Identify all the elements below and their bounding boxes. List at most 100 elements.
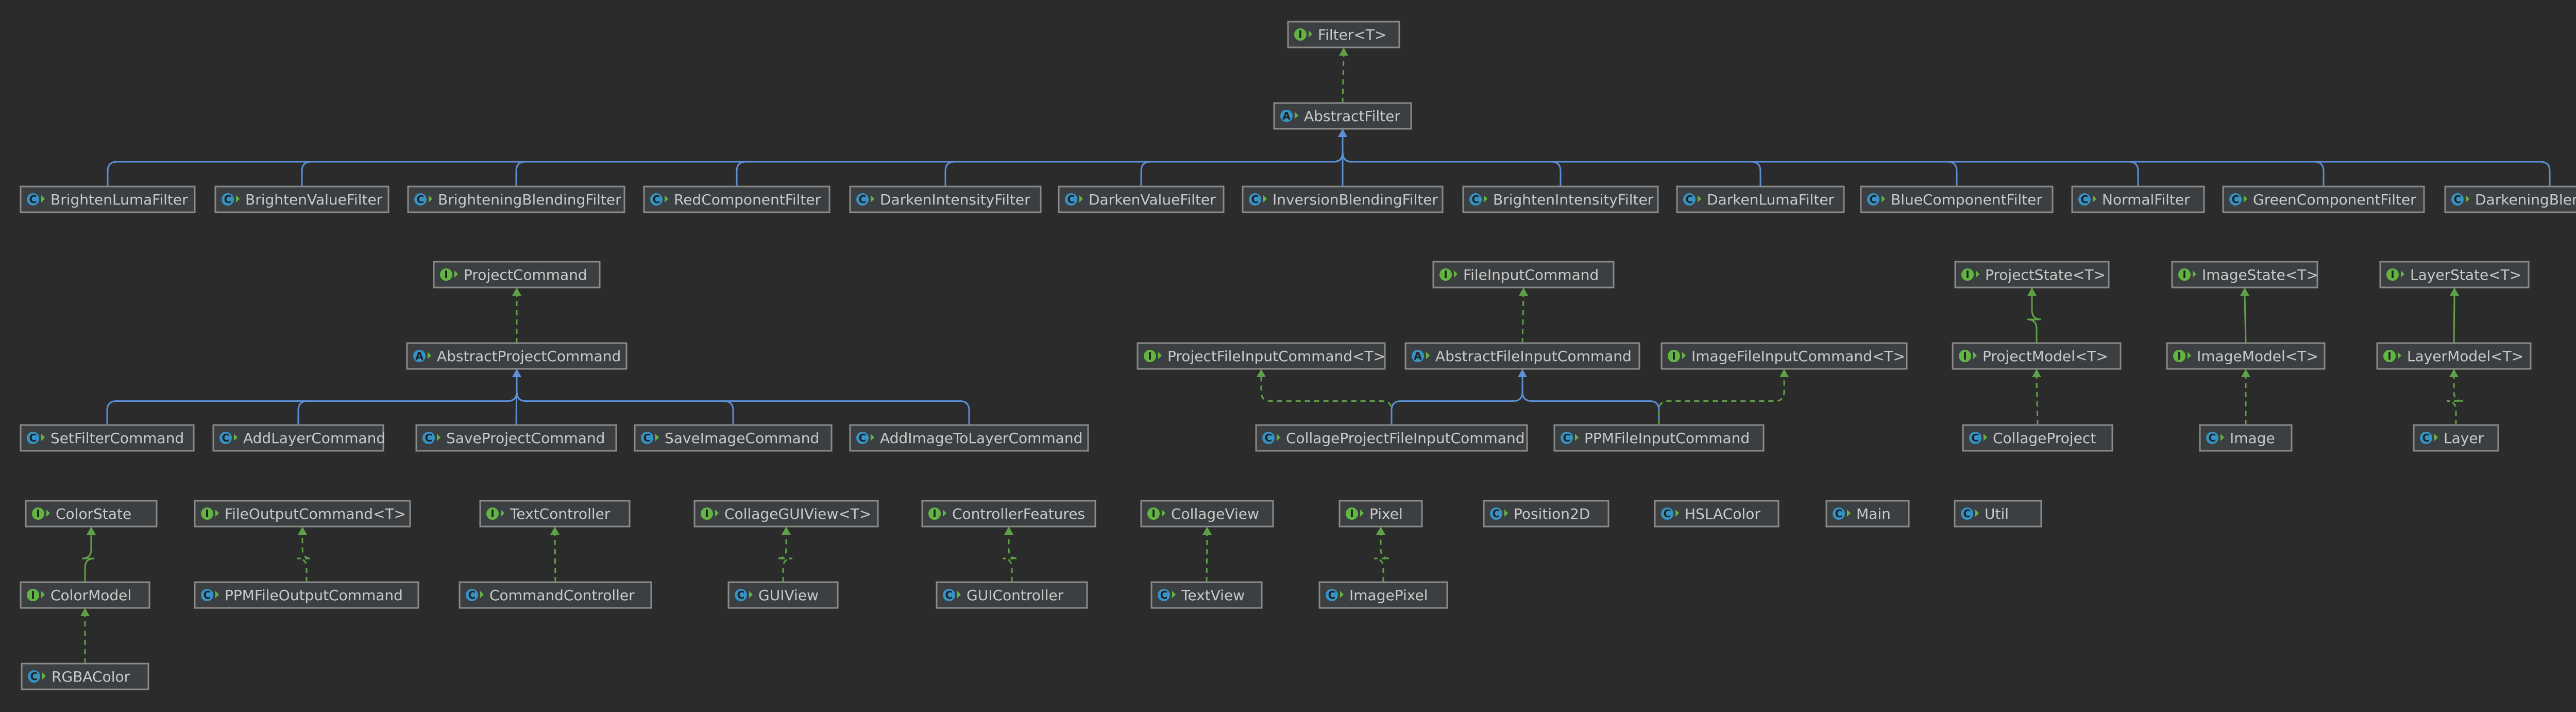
public-visibility-icon: [1675, 510, 1679, 517]
edge-image-to-image-model: [2241, 369, 2250, 425]
class-icon: C: [1961, 507, 1973, 520]
svg-text:C: C: [1493, 507, 1500, 520]
svg-text:C: C: [859, 432, 867, 444]
svg-text:C: C: [204, 589, 211, 601]
class-node-box: [1462, 185, 1659, 213]
edge-command-controller-to-text-controller: [550, 527, 560, 583]
svg-text:C: C: [1686, 193, 1693, 206]
class-name-label: PPMFileOutputCommand: [225, 587, 403, 604]
class-icon: C: [641, 432, 653, 444]
class-node-box: [194, 500, 411, 528]
edge-brightening-blending-filter-to-abstract-filter: [515, 129, 1347, 187]
class-name-label: ColorState: [56, 505, 131, 522]
class-node-box: [849, 424, 1089, 452]
public-visibility-icon: [2221, 434, 2224, 441]
class-node-ppm-file-output-command[interactable]: C PPMFileOutputCommand: [194, 581, 419, 609]
class-node-box: [406, 342, 628, 370]
class-node-box: [1432, 261, 1615, 289]
class-name-label: BrightenValueFilter: [245, 191, 383, 208]
interface-icon: I: [1346, 507, 1358, 520]
arrowhead: [2450, 287, 2459, 296]
svg-text:C: C: [945, 589, 953, 601]
class-icon: C: [219, 432, 232, 444]
class-name-label: TextView: [1181, 587, 1245, 604]
class-icon: C: [2206, 432, 2218, 444]
class-node-box: [634, 424, 833, 452]
edge-set-filter-command-to-abstract-project-command: [106, 369, 521, 425]
arrowhead: [80, 608, 90, 616]
class-name-label: NormalFilter: [2102, 191, 2190, 208]
class-name-label: LayerModel<T>: [2407, 348, 2523, 365]
class-name-label: CollageProject: [1993, 430, 2096, 447]
svg-text:C: C: [1972, 432, 1979, 444]
class-name-label: BrightenIntensityFilter: [1493, 191, 1654, 208]
svg-text:C: C: [2209, 432, 2216, 444]
class-name-label: GUIView: [758, 587, 819, 604]
class-node-collage-project[interactable]: C CollageProject: [1962, 424, 2113, 452]
class-name-label: FileOutputCommand<T>: [225, 505, 406, 522]
svg-text:I: I: [31, 589, 35, 601]
public-visibility-icon: [41, 591, 45, 598]
edge-project-model-to-project-state: [2027, 287, 2042, 343]
arrowhead: [2027, 287, 2037, 296]
public-visibility-icon: [2398, 352, 2401, 359]
class-icon: C: [1661, 507, 1673, 520]
class-node-darkening-blending-filter[interactable]: CDarkeningBlendingFilter: [2444, 185, 2576, 213]
svg-text:I: I: [1148, 350, 1151, 362]
class-name-label: ImageFileInputCommand<T>: [1691, 348, 1905, 365]
